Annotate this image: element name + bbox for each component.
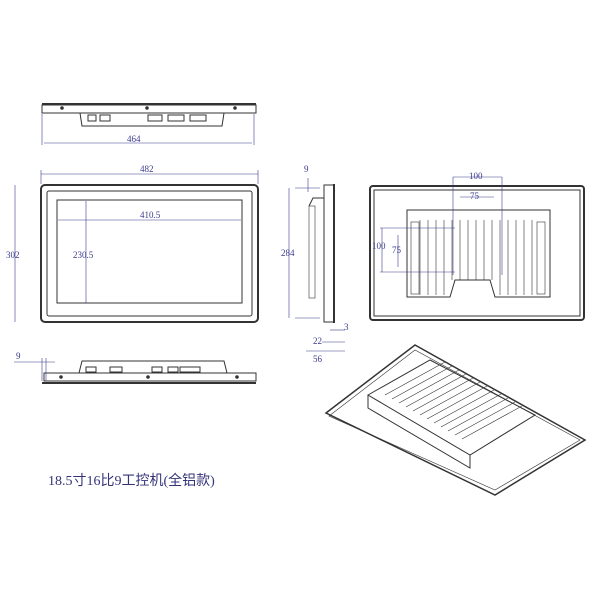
vesa-inner-v-label: 75 [392, 245, 402, 255]
bezel-label: 3 [344, 322, 349, 332]
rear-view [369, 176, 585, 321]
product-caption: 18.5寸16比9工控机(全铝款) [48, 474, 215, 489]
side-top-offset-label: 9 [304, 164, 309, 174]
outer-width-label: 482 [140, 164, 154, 174]
isometric-view [324, 344, 587, 496]
vesa-outer-v-label: 100 [372, 241, 386, 251]
front-view [14, 170, 259, 323]
bottom-view [14, 358, 257, 384]
outer-height-label: 302 [6, 250, 20, 260]
screen-height-label: 230.5 [73, 250, 94, 260]
depth-label: 56 [313, 354, 323, 364]
vesa-inner-label: 75 [470, 191, 480, 201]
body-label: 22 [313, 336, 322, 346]
top-width-label: 464 [127, 134, 141, 144]
vesa-outer-label: 100 [469, 171, 483, 181]
top-view [41, 103, 257, 145]
side-height-label: 284 [281, 248, 295, 258]
side-view [288, 178, 345, 352]
bottom-offset-label: 9 [16, 351, 21, 361]
screen-width-label: 410.5 [140, 210, 161, 220]
